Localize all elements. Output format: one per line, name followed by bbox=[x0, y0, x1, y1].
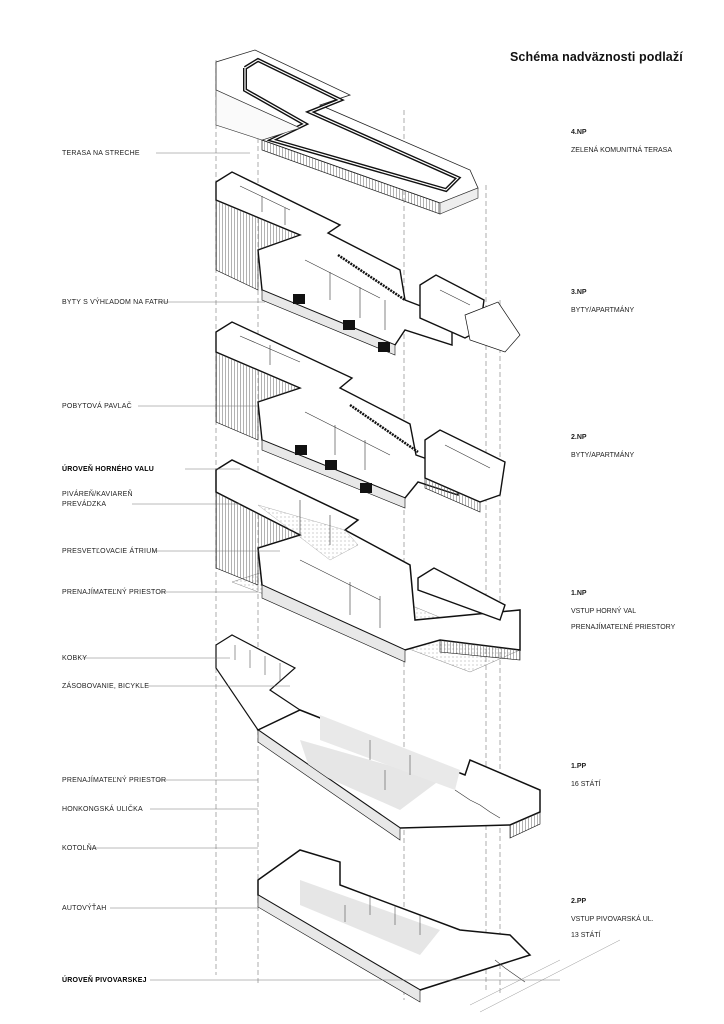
floor-desc: ZELENÁ KOMUNITNÁ TERASA bbox=[571, 147, 673, 154]
label-roof-terrace: TERASA NA STRECHE bbox=[62, 150, 140, 157]
floor-2pp: 2.PP VSTUP PIVOVARSKÁ UL. 13 STÁTÍ bbox=[571, 897, 654, 947]
floor-desc: 16 STÁTÍ bbox=[571, 781, 601, 788]
roof-terrace-floor bbox=[215, 49, 479, 215]
ground-floor-plan bbox=[215, 459, 521, 673]
label-cellars: KOBKY bbox=[62, 655, 88, 662]
first-basement-plan bbox=[215, 634, 541, 841]
floor-code: 4.NP bbox=[571, 129, 587, 136]
floor-3np: 3.NP BYTY/APARTMÁNY bbox=[571, 288, 634, 322]
floor-code: 2.PP bbox=[571, 898, 587, 905]
label-supply-bikes: ZÁSOBOVANIE, BICYKLE bbox=[62, 683, 150, 690]
label-rentable-space-2: PRENAJÍMATEĽNÝ PRIESTOR bbox=[62, 777, 167, 784]
floor-code: 1.NP bbox=[571, 590, 587, 597]
floor-code: 1.PP bbox=[571, 763, 587, 770]
label-street-level: ÚROVEŇ PIVOVARSKEJ bbox=[62, 977, 147, 984]
label-hongkong-alley: HONKONGSKÁ ULIČKA bbox=[62, 806, 143, 813]
label-atrium: PRESVETĽOVACIE ÁTRIUM bbox=[62, 548, 158, 555]
diagram-title: Schéma nadväznosti podlaží bbox=[510, 50, 683, 64]
floor-code: 3.NP bbox=[571, 289, 587, 296]
floor-desc: BYTY/APARTMÁNY bbox=[571, 452, 635, 459]
label-rentable-space-1: PRENAJÍMATEĽNÝ PRIESTOR bbox=[62, 589, 167, 596]
floor-1pp: 1.PP 16 STÁTÍ bbox=[571, 762, 601, 796]
label-pub-cafe: PIVÁREŇ/KAVIAREŇ bbox=[62, 491, 133, 498]
floor-1np: 1.NP VSTUP HORNÝ VAL PRENAJÍMATEĽNÉ PRIE… bbox=[571, 589, 675, 639]
label-operation: PREVÁDZKA bbox=[62, 501, 107, 508]
floor-desc: VSTUP PIVOVARSKÁ UL. bbox=[571, 916, 654, 923]
floor-2np: 2.NP BYTY/APARTMÁNY bbox=[571, 433, 634, 467]
third-floor-plan bbox=[215, 171, 521, 356]
label-car-lift: AUTOVÝŤAH bbox=[62, 905, 107, 912]
floor-desc: PRENAJÍMATEĽNÉ PRIESTORY bbox=[571, 624, 676, 631]
floor-code: 2.NP bbox=[571, 434, 587, 441]
floor-desc: VSTUP HORNÝ VAL bbox=[571, 608, 637, 615]
second-floor-plan bbox=[215, 321, 506, 513]
floor-desc: 13 STÁTÍ bbox=[571, 932, 601, 939]
label-upper-level: ÚROVEŇ HORNÉHO VALU bbox=[62, 466, 154, 473]
floor-4np: 4.NP ZELENÁ KOMUNITNÁ TERASA bbox=[571, 128, 672, 162]
floor-desc: BYTY/APARTMÁNY bbox=[571, 307, 635, 314]
second-basement-plan bbox=[257, 849, 621, 1013]
leader-lines bbox=[82, 152, 560, 981]
label-boiler-room: KOTOLŇA bbox=[62, 845, 97, 852]
label-gallery: POBYTOVÁ PAVLAČ bbox=[62, 403, 132, 410]
label-flats-view: BYTY S VÝHĽADOM NA FATRU bbox=[62, 299, 169, 306]
